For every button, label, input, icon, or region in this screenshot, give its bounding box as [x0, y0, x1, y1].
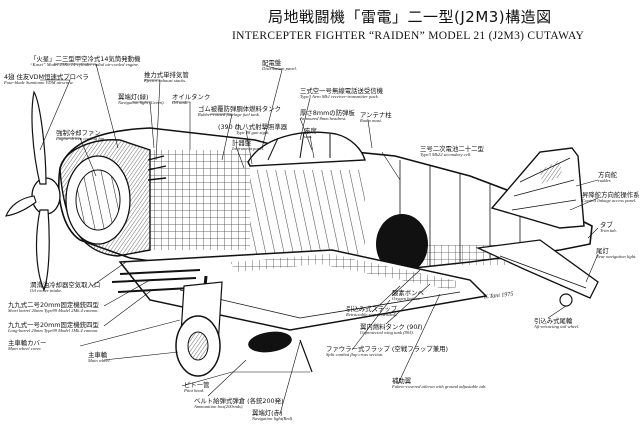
prop-blade-top [31, 90, 47, 185]
label-fuselage-tank-cap: (390 ℓ) [218, 123, 240, 131]
hinomaru-fuselage [376, 214, 428, 274]
title-japanese: 局地戦闘機「雷電」二一型(J2M3)構造図 [268, 8, 552, 26]
label-engine: 「火星」二三型甲空冷式14気筒発動機“Kasei” Model 23Ko 14-… [30, 55, 141, 67]
label-ammo: ベルト給弾式弾倉 (各銃200発)Ammunition box(200rnds)… [194, 397, 284, 409]
label-flap: ファウラー式フラップ (空戦フラップ兼用)Split combat flap c… [326, 345, 449, 357]
prop-blade-bottom [35, 209, 50, 292]
leader-lines [39, 63, 599, 415]
prop-blade-left [5, 195, 37, 217]
tail-wheel-shape [559, 293, 573, 307]
label-nav-light-green: 翼端灯(緑)Navigation light (Green). [118, 93, 165, 105]
label-wing-tank: 翼内燃料タンク (90ℓ)Unprotected wing tank (90ℓ)… [360, 323, 423, 335]
label-nav-light-red: 翼端灯(赤)Navigation light(Red). [252, 409, 294, 421]
title-english: INTERCEPTER FIGHTER “RAIDEN” MODEL 21 (J… [232, 30, 585, 42]
hinomaru-wing [248, 331, 292, 353]
tailplane [475, 239, 599, 299]
